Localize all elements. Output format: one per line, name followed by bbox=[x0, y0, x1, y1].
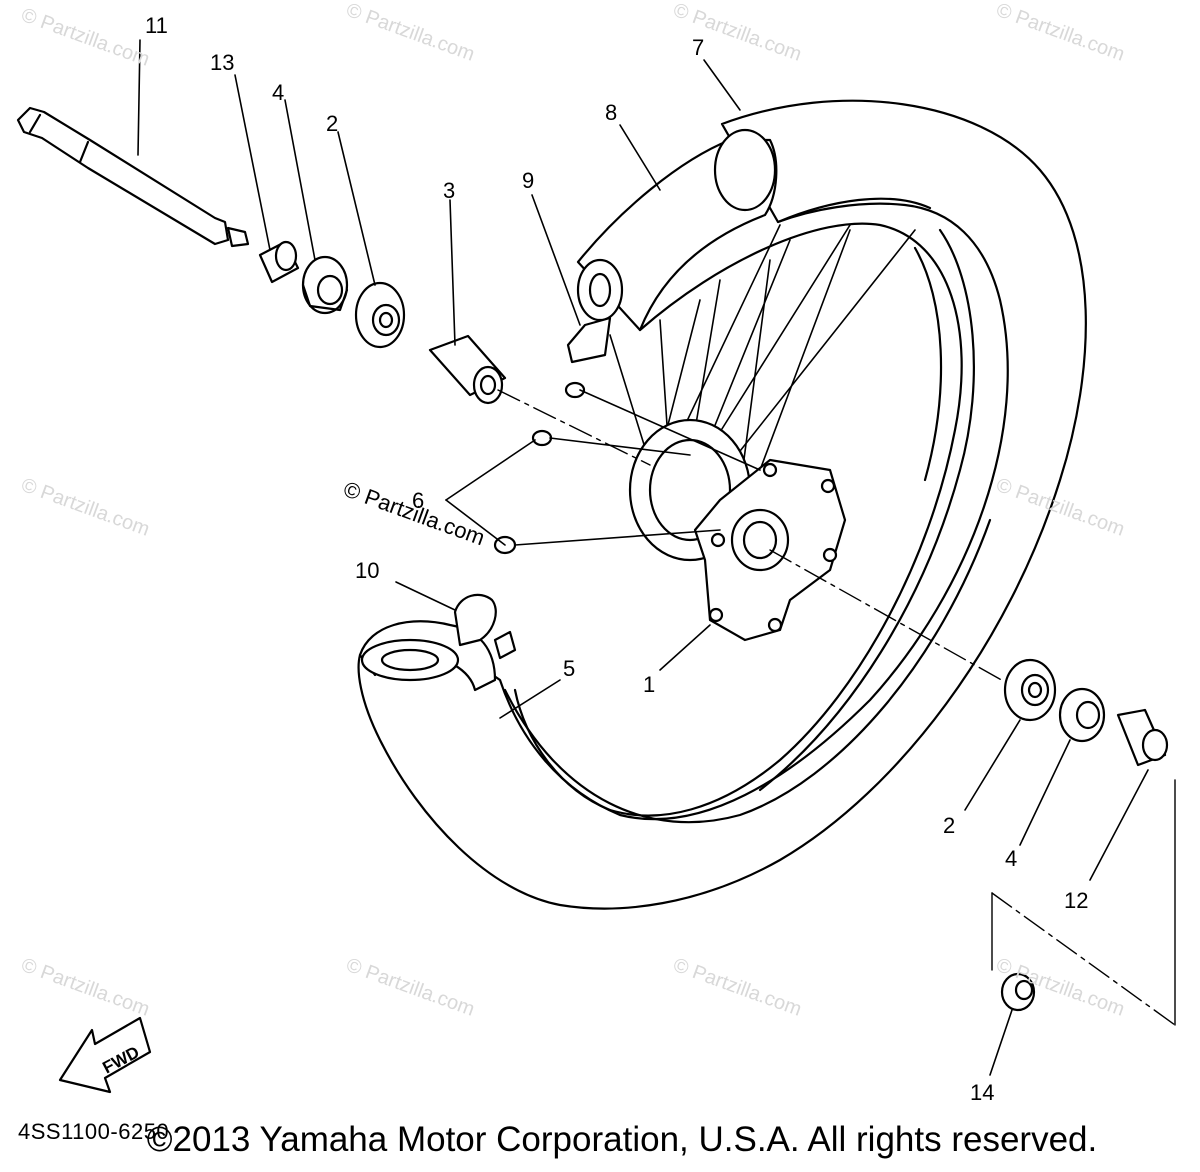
oil-seal-4-left bbox=[301, 255, 349, 315]
watermark: © Partzilla.com bbox=[18, 4, 152, 71]
watermark: © Partzilla.com bbox=[670, 0, 804, 66]
callout-4-left: 4 bbox=[272, 80, 284, 105]
collar-13 bbox=[258, 240, 300, 284]
spacer-3 bbox=[428, 334, 507, 405]
callout-6: 6 bbox=[412, 488, 424, 513]
callout-9: 9 bbox=[522, 168, 534, 193]
watermark: © Partzilla.com bbox=[18, 474, 152, 541]
hub bbox=[628, 418, 847, 642]
copyright-notice: ©2013 Yamaha Motor Corporation, U.S.A. A… bbox=[0, 1120, 1200, 1160]
collar-12 bbox=[1116, 708, 1169, 767]
callout-2-left: 2 bbox=[326, 111, 338, 136]
rim bbox=[513, 222, 963, 817]
callout-11: 11 bbox=[145, 13, 168, 38]
watermark: © Partzilla.com bbox=[343, 954, 477, 1021]
watermark: © Partzilla.com bbox=[670, 954, 804, 1021]
valve bbox=[566, 316, 612, 364]
diagram-code: 4SS1100-6250 bbox=[18, 1119, 170, 1144]
callout-5: 5 bbox=[563, 656, 575, 681]
spoke-nipples bbox=[493, 381, 586, 555]
leader-lines bbox=[137, 39, 1149, 1076]
watermark: © Partzilla.com bbox=[18, 954, 152, 1021]
bearing-2-right bbox=[1003, 658, 1057, 722]
tire bbox=[357, 99, 1087, 910]
callout-12: 12 bbox=[1064, 888, 1088, 913]
callout-numbers: 11 13 4 2 3 9 8 7 6 10 5 1 2 4 12 14 bbox=[145, 13, 1088, 1105]
callout-4-right: 4 bbox=[1005, 846, 1017, 871]
watermark: © Partzilla.com bbox=[993, 0, 1127, 66]
callout-1: 1 bbox=[643, 672, 655, 697]
tube bbox=[576, 128, 778, 332]
fwd-arrow-icon bbox=[58, 1016, 152, 1094]
oil-seal-4-right bbox=[1058, 687, 1106, 743]
callout-13: 13 bbox=[210, 50, 234, 75]
callout-2-right: 2 bbox=[943, 813, 955, 838]
callout-7: 7 bbox=[692, 35, 704, 60]
axle bbox=[16, 106, 250, 248]
callout-14: 14 bbox=[970, 1080, 994, 1105]
bearing-2-left bbox=[354, 281, 406, 349]
axis-lines bbox=[497, 389, 1176, 1026]
callout-3: 3 bbox=[443, 178, 455, 203]
watermark: © Partzilla.com bbox=[343, 0, 477, 66]
copyright-text: ©2013 Yamaha Motor Corporation, U.S.A. A… bbox=[146, 1120, 1098, 1159]
axle-nut bbox=[1000, 972, 1036, 1012]
rim-band bbox=[358, 593, 517, 692]
callout-10: 10 bbox=[355, 558, 379, 583]
callout-8: 8 bbox=[605, 100, 617, 125]
